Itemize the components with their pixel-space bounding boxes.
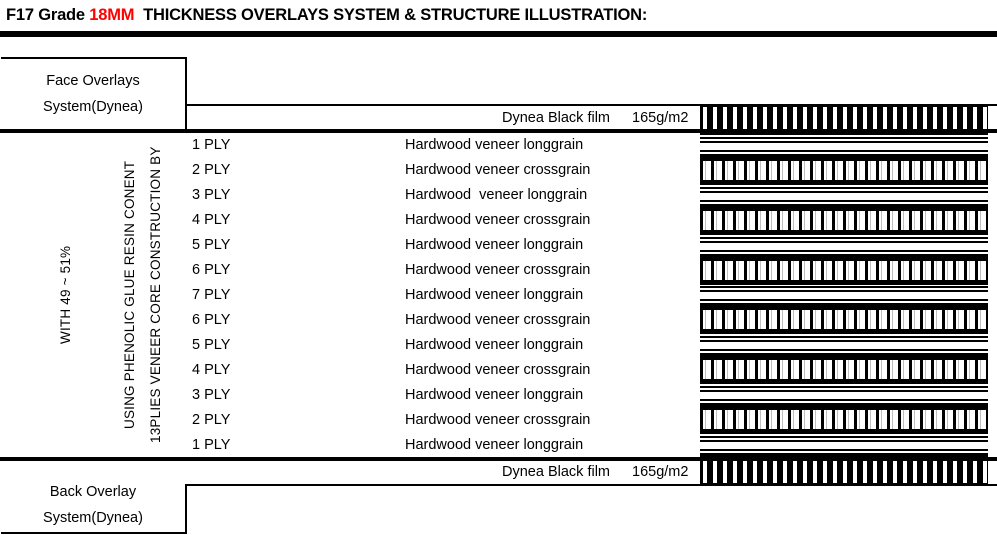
- ply-row: 5 PLY Hardwood veneer longgrain: [0, 232, 997, 258]
- ply-number: 5 PLY: [192, 336, 231, 353]
- face-overlay-connector-rule: [186, 104, 997, 106]
- ply-grain-swatch-longgrain: [700, 382, 988, 408]
- ply-row: 1 PLY Hardwood veneer longgrain: [0, 133, 997, 158]
- ply-row: 5 PLY Hardwood veneer longgrain: [0, 332, 997, 358]
- ply-description: Hardwood veneer crossgrain: [405, 361, 591, 378]
- ply-number: 2 PLY: [192, 411, 231, 428]
- ply-number: 4 PLY: [192, 212, 231, 229]
- ply-stack-table: 1 PLY Hardwood veneer longgrain 2 PLY Hardw…: [0, 133, 997, 457]
- back-overlay-connector-rule: [186, 484, 997, 486]
- ply-row: 2 PLY Hardwood veneer crossgrain: [0, 157, 997, 183]
- film-bottom-swatch: [700, 460, 988, 484]
- ply-description: Hardwood veneer longgrain: [405, 137, 584, 154]
- ply-number: 6 PLY: [192, 311, 231, 328]
- ply-number: 3 PLY: [192, 386, 231, 403]
- ply-grain-swatch-longgrain: [700, 432, 988, 457]
- ply-grain-swatch-crossgrain: [700, 207, 988, 233]
- film-row-bottom: Dynea Black film 165g/m2: [0, 460, 997, 484]
- back-overlay-label: Back Overlay System(Dynea): [0, 478, 186, 532]
- ply-number: 3 PLY: [192, 187, 231, 204]
- ply-description: Hardwood veneer crossgrain: [405, 212, 591, 229]
- ply-description: Hardwood veneer longgrain: [405, 286, 584, 303]
- ply-description: Hardwood veneer longgrain: [405, 336, 584, 353]
- face-overlay-line1: Face Overlays: [46, 73, 140, 89]
- title-suffix: THICKNESS OVERLAYS SYSTEM & STRUCTURE IL…: [134, 5, 648, 24]
- title-prefix: F17 Grade: [6, 5, 90, 24]
- ply-row: 4 PLY Hardwood veneer crossgrain: [0, 207, 997, 233]
- back-overlay-callout-box: [1, 484, 187, 534]
- ply-grain-swatch-crossgrain: [700, 357, 988, 383]
- ply-grain-swatch-longgrain: [700, 282, 988, 308]
- ply-number: 5 PLY: [192, 237, 231, 254]
- ply-row: 6 PLY Hardwood veneer crossgrain: [0, 307, 997, 333]
- ply-description: Hardwood veneer crossgrain: [405, 311, 591, 328]
- film-row-top: Dynea Black film 165g/m2: [0, 106, 997, 130]
- back-overlay-line2: System(Dynea): [43, 510, 143, 526]
- ply-description: Hardwood veneer crossgrain: [405, 262, 591, 279]
- ply-description: Hardwood veneer longgrain: [405, 237, 584, 254]
- ply-number: 7 PLY: [192, 286, 231, 303]
- film-bottom-weight: 165g/m2: [632, 464, 689, 480]
- ply-grain-swatch-crossgrain: [700, 157, 988, 183]
- face-overlay-line2: System(Dynea): [43, 99, 143, 115]
- ply-grain-swatch-longgrain: [700, 133, 988, 158]
- ply-row: 1 PLY Hardwood veneer longgrain: [0, 432, 997, 457]
- face-overlay-callout-box: [1, 57, 187, 131]
- title-divider-rule: [0, 31, 997, 37]
- ply-number: 6 PLY: [192, 262, 231, 279]
- page-title: F17 Grade 18MM THICKNESS OVERLAYS SYSTEM…: [0, 0, 997, 30]
- ply-grain-swatch-longgrain: [700, 332, 988, 358]
- title-highlight: 18MM: [89, 5, 135, 24]
- film-top-weight: 165g/m2: [632, 110, 689, 126]
- ply-number: 2 PLY: [192, 162, 231, 179]
- ply-row: 3 PLY Hardwood veneer longgrain: [0, 382, 997, 408]
- film-top-label: Dynea Black film: [502, 110, 610, 126]
- ply-number: 1 PLY: [192, 436, 231, 453]
- ply-number: 4 PLY: [192, 361, 231, 378]
- core-top-rule: [0, 129, 997, 133]
- face-overlay-label: Face Overlays System(Dynea): [0, 60, 186, 128]
- ply-row: 7 PLY Hardwood veneer longgrain: [0, 282, 997, 308]
- ply-grain-swatch-crossgrain: [700, 407, 988, 433]
- ply-description: Hardwood veneer longgrain: [405, 436, 584, 453]
- back-overlay-line1: Back Overlay: [49, 484, 137, 500]
- ply-grain-swatch-crossgrain: [700, 307, 988, 333]
- core-bottom-rule: [0, 457, 997, 461]
- ply-description: Hardwood veneer crossgrain: [405, 162, 591, 179]
- ply-row: 2 PLY Hardwood veneer crossgrain: [0, 407, 997, 433]
- film-bottom-label: Dynea Black film: [502, 464, 610, 480]
- ply-description: Hardwood veneer longgrain: [405, 187, 588, 204]
- ply-row: 6 PLY Hardwood veneer crossgrain: [0, 257, 997, 283]
- ply-grain-swatch-longgrain: [700, 232, 988, 258]
- ply-number: 1 PLY: [192, 137, 231, 154]
- film-top-swatch: [700, 106, 988, 130]
- ply-description: Hardwood veneer crossgrain: [405, 411, 591, 428]
- ply-row: 4 PLY Hardwood veneer crossgrain: [0, 357, 997, 383]
- ply-row: 3 PLY Hardwood veneer longgrain: [0, 182, 997, 208]
- ply-grain-swatch-crossgrain: [700, 257, 988, 283]
- ply-grain-swatch-longgrain: [700, 182, 988, 208]
- ply-description: Hardwood veneer longgrain: [405, 386, 584, 403]
